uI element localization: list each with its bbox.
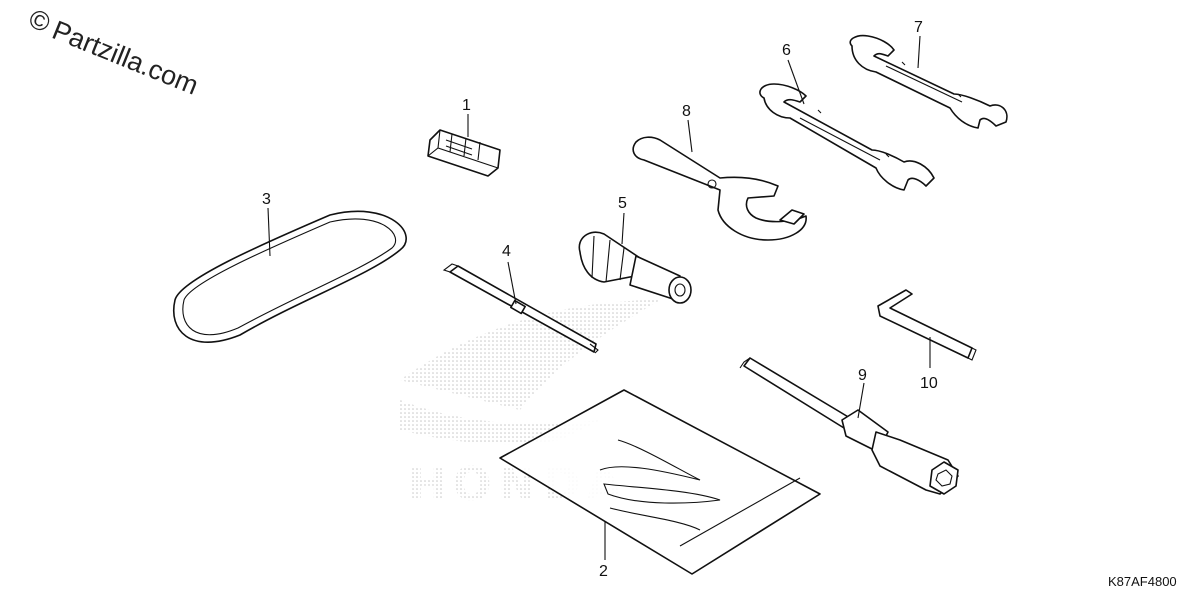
callout-6[interactable]: 6 [782,42,791,59]
part-3-belt[interactable] [173,210,407,343]
part-4-screwdriver-bit[interactable] [442,263,599,354]
part-8-spanner-wrench[interactable] [632,136,807,241]
watermark-text: Partzilla.com [48,15,203,101]
part-5-screwdriver-handle[interactable] [578,231,692,304]
callout-1[interactable]: 1 [462,97,471,114]
part-1-fuse-puller[interactable] [427,129,501,177]
callout-9[interactable]: 9 [858,367,867,384]
part-6-wrench[interactable] [759,83,935,191]
callout-7[interactable]: 7 [914,19,923,36]
callout-5[interactable]: 5 [618,195,627,212]
callout-4[interactable]: 4 [502,243,511,260]
part-7-wrench[interactable] [849,34,1008,129]
watermark: © Partzilla.com [25,3,203,101]
callout-8[interactable]: 8 [682,103,691,120]
callouts: 1 2 3 4 5 6 7 8 9 10 [262,19,938,580]
drawing-reference-code: K87AF4800 [1108,574,1177,589]
callout-3[interactable]: 3 [262,191,271,208]
callout-10[interactable]: 10 [920,375,938,392]
copyright-symbol: © [25,3,55,38]
wing-logo-shape [400,300,660,410]
part-2-document-envelope[interactable] [499,389,821,575]
leader-lines [267,35,931,560]
part-10-hex-key[interactable] [877,289,977,361]
callout-2[interactable]: 2 [599,563,608,580]
part-9-plug-wrench[interactable] [739,357,959,495]
